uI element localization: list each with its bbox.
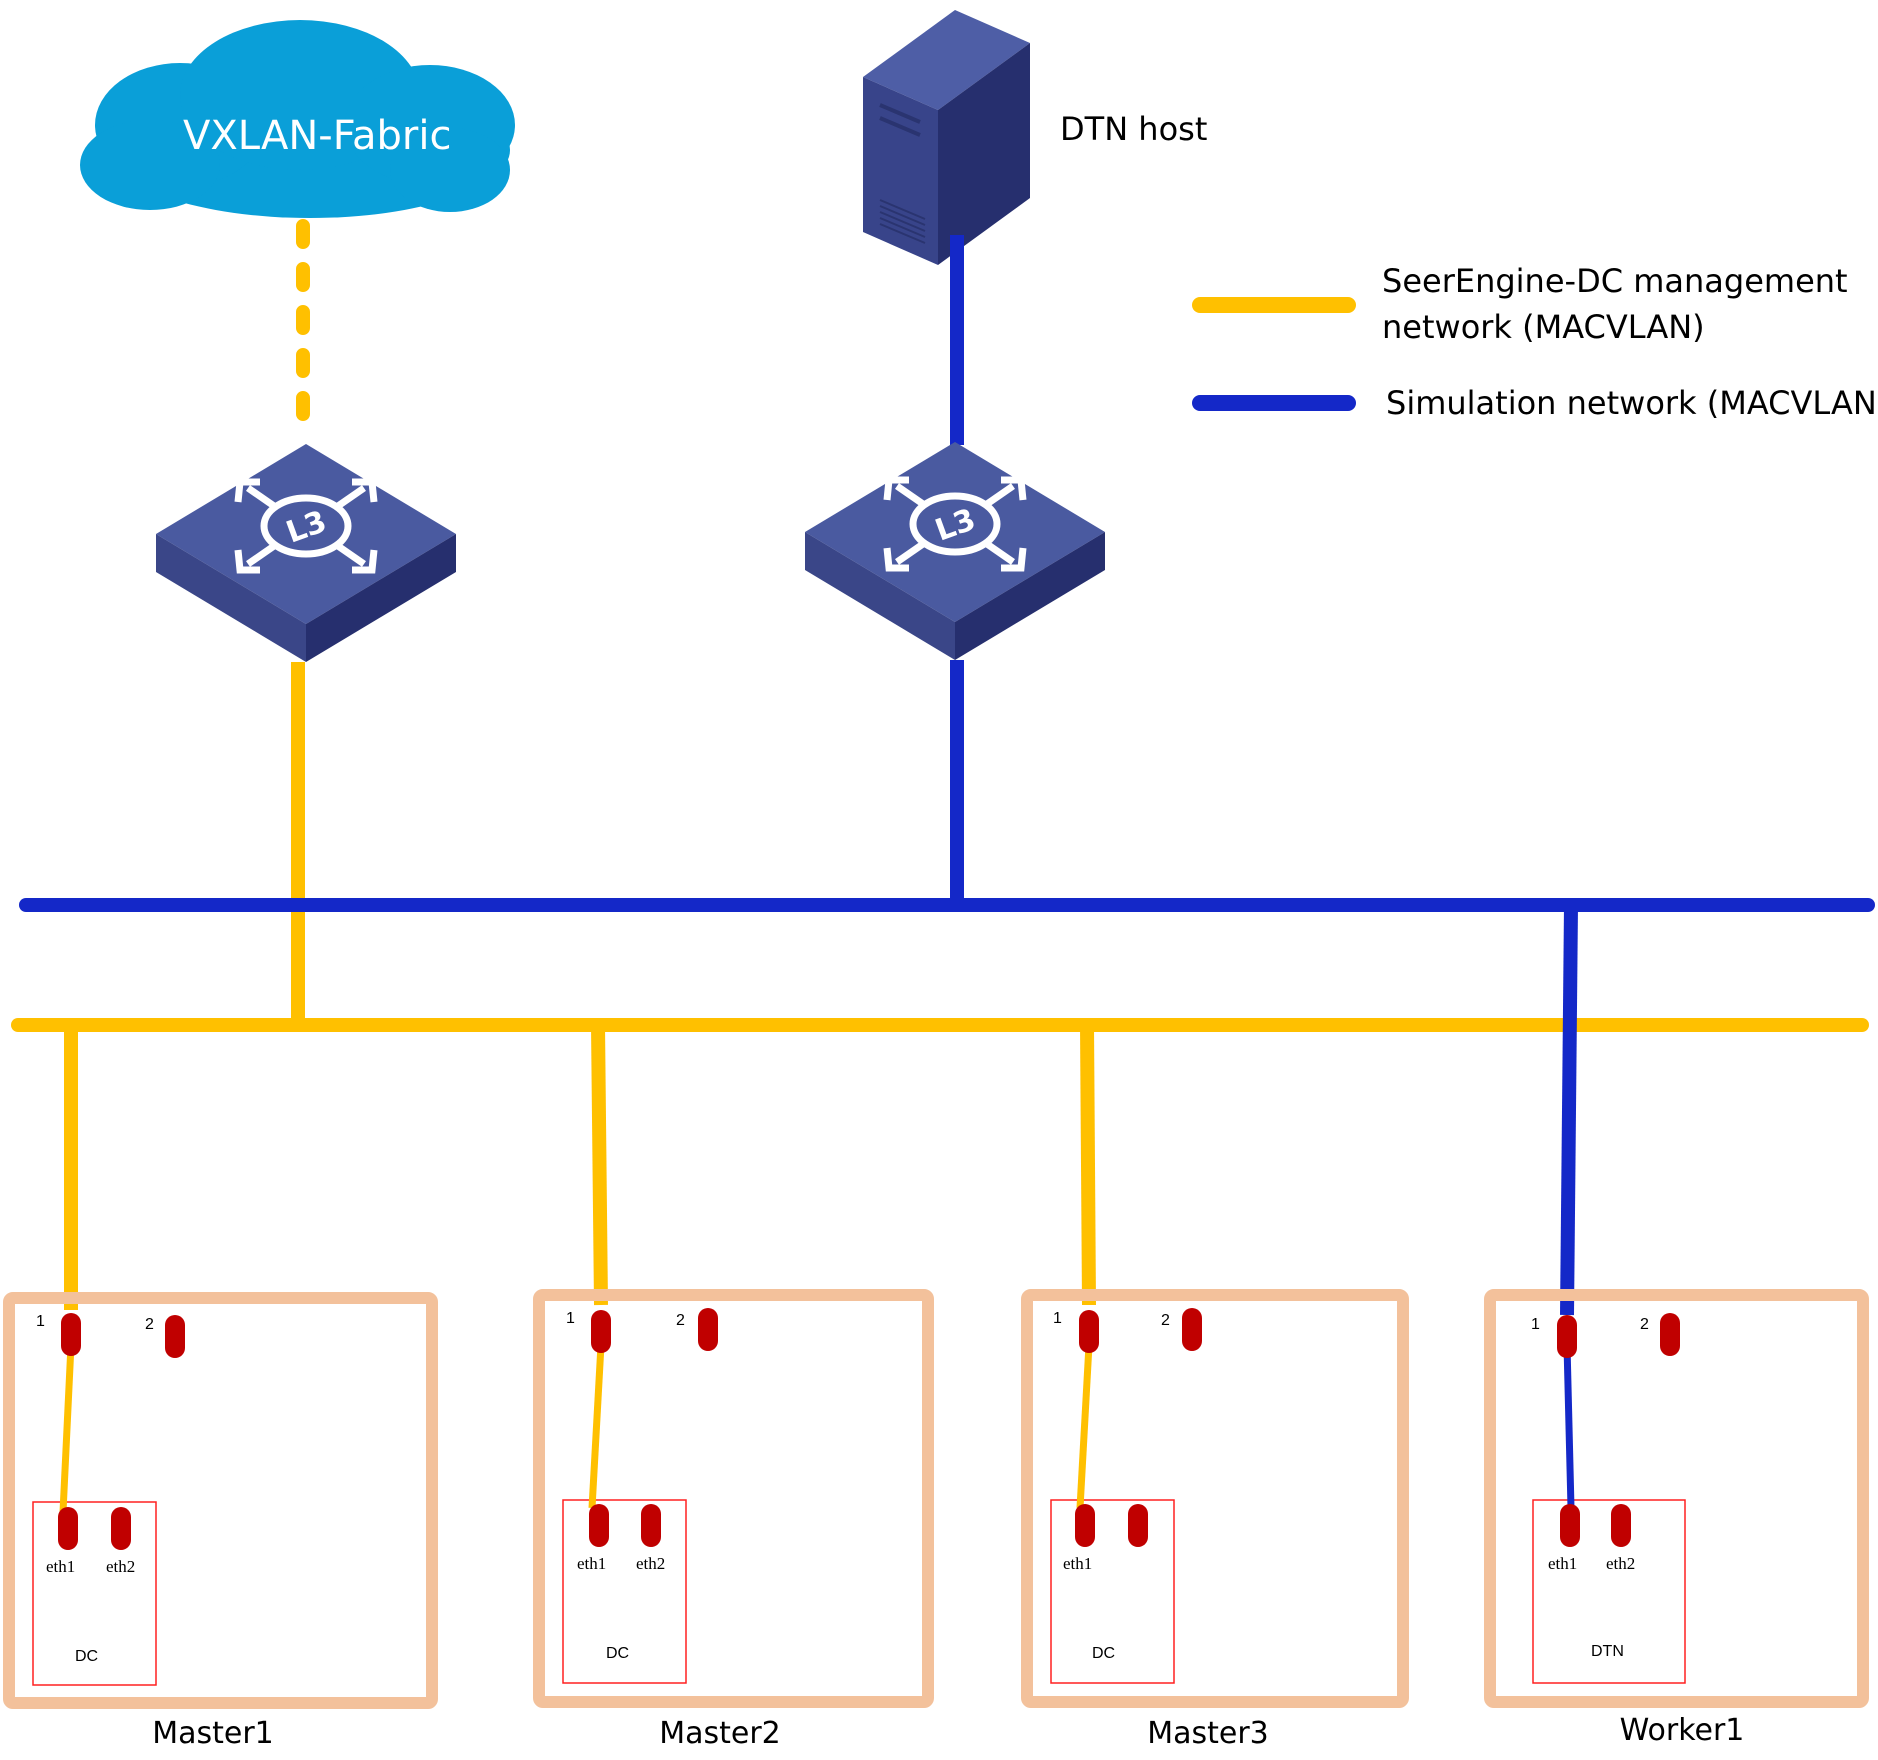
- master3-eth1: [1075, 1504, 1095, 1547]
- worker1-eth2: [1611, 1504, 1631, 1547]
- master3-port2-label: 2: [1161, 1312, 1170, 1329]
- worker1-port2: [1660, 1313, 1680, 1356]
- master2-port2-label: 2: [676, 1312, 685, 1329]
- master1-eth2: [111, 1507, 131, 1550]
- master3-box: [1021, 1289, 1409, 1708]
- container-ports: [58, 1504, 1631, 1550]
- master1-eth1-label: eth1: [46, 1557, 76, 1576]
- master3-eth2: [1128, 1504, 1148, 1547]
- worker1-eth1-label: eth1: [1548, 1554, 1578, 1573]
- master3-label: Master3: [1147, 1716, 1269, 1751]
- master2-inner-box: [562, 1499, 687, 1684]
- master3-port2: [1182, 1308, 1202, 1351]
- worker1-port2-label: 2: [1640, 1316, 1649, 1333]
- worker1-eth2-label: eth2: [1606, 1554, 1636, 1573]
- master1-eth1: [58, 1507, 78, 1550]
- master1-box: [3, 1292, 438, 1709]
- left-l3-switch-icon: [156, 444, 456, 662]
- master2-box: [533, 1289, 934, 1708]
- cloud-label: VXLAN-Fabric: [183, 113, 452, 159]
- worker1-drop: [1560, 904, 1578, 1316]
- worker1-port1: [1557, 1315, 1577, 1358]
- master2-inner-label: DC: [606, 1645, 630, 1662]
- master3-drop: [1080, 1024, 1096, 1306]
- master2-eth2-label: eth2: [636, 1554, 666, 1573]
- master1-inner-box: [32, 1501, 157, 1686]
- host-ports: [61, 1308, 1680, 1358]
- master3-port1-label: 1: [1053, 1310, 1062, 1327]
- master1-internal-link: [59, 1344, 75, 1513]
- master2-port1-label: 1: [566, 1310, 575, 1327]
- master1-port2-label: 2: [145, 1316, 154, 1333]
- worker1-label: Worker1: [1619, 1713, 1745, 1748]
- worker1-box: [1484, 1289, 1869, 1708]
- master3-port1: [1079, 1310, 1099, 1353]
- master1-port2: [165, 1315, 185, 1358]
- master2-eth2: [641, 1504, 661, 1547]
- master1-eth2-label: eth2: [106, 1557, 136, 1576]
- master2-port1: [591, 1310, 611, 1353]
- dtn-host-label: DTN host: [1060, 110, 1208, 148]
- worker1-inner-label: DTN: [1591, 1643, 1624, 1660]
- master1-inner-label: DC: [75, 1648, 99, 1665]
- master1-port1-label: 1: [36, 1313, 45, 1330]
- legend-management-line2: network (MACVLAN): [1382, 308, 1705, 346]
- master2-port2: [698, 1308, 718, 1351]
- server-icon: [863, 10, 1030, 265]
- master3-eth1-label: eth1: [1063, 1554, 1093, 1573]
- worker1-port1-label: 1: [1531, 1316, 1540, 1333]
- master2-internal-link: [588, 1344, 605, 1509]
- master3-inner-label: DC: [1092, 1645, 1116, 1662]
- master2-label: Master2: [659, 1716, 781, 1751]
- master1-label: Master1: [152, 1716, 274, 1751]
- worker1-inner-box: [1532, 1499, 1686, 1684]
- master1-port1: [61, 1313, 81, 1356]
- worker1-eth1: [1560, 1504, 1580, 1547]
- legend-simulation-label: Simulation network (MACVLAN): [1386, 384, 1878, 422]
- master2-eth1-label: eth1: [577, 1554, 607, 1573]
- right-l3-switch-icon: [805, 442, 1105, 660]
- cloud-icon: [80, 20, 515, 218]
- master2-eth1: [589, 1504, 609, 1547]
- master2-drop: [591, 1024, 608, 1306]
- master3-internal-link: [1076, 1344, 1093, 1509]
- worker1-internal-link: [1563, 1344, 1575, 1509]
- legend-management-line1: SeerEngine-DC management: [1382, 262, 1848, 300]
- master3-inner-box: [1050, 1499, 1175, 1684]
